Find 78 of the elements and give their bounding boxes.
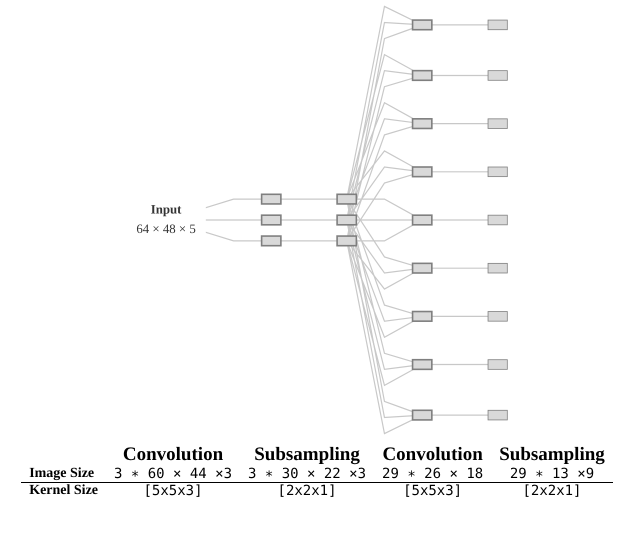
connector xyxy=(432,268,488,269)
node-box xyxy=(336,194,358,205)
connector xyxy=(349,204,413,266)
node-box xyxy=(260,214,282,226)
connector xyxy=(432,414,488,416)
table-cell: [2x2x1] xyxy=(240,482,374,499)
connector xyxy=(347,204,413,362)
connector xyxy=(348,204,413,314)
connector xyxy=(347,6,413,194)
connector xyxy=(432,219,488,221)
connector xyxy=(280,219,338,221)
connector xyxy=(205,198,262,208)
connector xyxy=(280,198,338,200)
node-box xyxy=(488,262,508,274)
connector xyxy=(347,54,414,194)
node-box xyxy=(412,358,433,370)
node-box xyxy=(488,20,508,30)
connector xyxy=(348,126,413,236)
node-box xyxy=(488,410,508,420)
connector xyxy=(348,102,414,195)
node-text: Input 64 × 48 × 5 xyxy=(136,203,196,236)
node-box xyxy=(488,359,508,370)
connector xyxy=(350,166,413,216)
node-box xyxy=(488,311,508,322)
connector xyxy=(356,224,414,242)
connector xyxy=(348,245,414,338)
table-cell: 3 ∗ 30 × 22 ×3 xyxy=(240,466,374,482)
node-box xyxy=(412,262,433,274)
column-header: Convolution xyxy=(122,444,224,466)
node-box xyxy=(488,118,508,129)
connector xyxy=(347,246,413,434)
connector xyxy=(350,245,414,290)
column-header: Convolution xyxy=(381,444,484,466)
node-box xyxy=(412,310,433,322)
connector xyxy=(349,174,413,236)
connector xyxy=(356,219,413,221)
node-box xyxy=(412,166,433,178)
column-header: Subsampling xyxy=(253,444,361,466)
connector xyxy=(432,74,488,76)
node-box xyxy=(412,70,433,82)
connector xyxy=(350,224,413,274)
connector xyxy=(347,246,414,386)
table-cell: [5x5x3] xyxy=(106,482,240,499)
connector xyxy=(347,78,413,236)
node-box xyxy=(412,409,433,421)
node-box xyxy=(412,214,433,226)
connector xyxy=(205,232,262,242)
node-box xyxy=(336,235,358,246)
table-cell: 29 ∗ 26 × 18 xyxy=(374,466,492,482)
row-header: Image Size xyxy=(21,466,106,482)
node-box xyxy=(488,214,508,226)
node-box xyxy=(260,194,282,205)
connector xyxy=(348,118,413,216)
table-cell: [2x2x1] xyxy=(491,482,613,499)
connector xyxy=(432,123,488,124)
connector xyxy=(205,219,262,221)
node-box xyxy=(488,166,508,178)
node-box xyxy=(336,214,358,226)
table-cell: 3 ∗ 60 × 44 ×3 xyxy=(106,466,240,482)
node-box xyxy=(260,235,282,246)
node-box xyxy=(488,70,508,81)
node-box xyxy=(412,19,433,31)
connector xyxy=(348,224,413,322)
connector xyxy=(432,171,488,172)
column-header: Subsampling xyxy=(498,444,606,466)
connector xyxy=(347,70,413,216)
connector xyxy=(432,316,488,317)
row-header: Kernel Size xyxy=(21,482,106,499)
table-cell: 29 ∗ 13 ×9 xyxy=(491,466,613,482)
connector xyxy=(350,150,414,195)
connector xyxy=(432,364,488,366)
node-box xyxy=(412,118,433,130)
table-cell: [5x5x3] xyxy=(374,482,492,499)
connector xyxy=(347,224,413,370)
network-diagram: Input 64 × 48 × 5 xyxy=(7,0,627,440)
connector xyxy=(432,24,488,26)
connector xyxy=(356,198,414,216)
connector xyxy=(280,240,338,242)
